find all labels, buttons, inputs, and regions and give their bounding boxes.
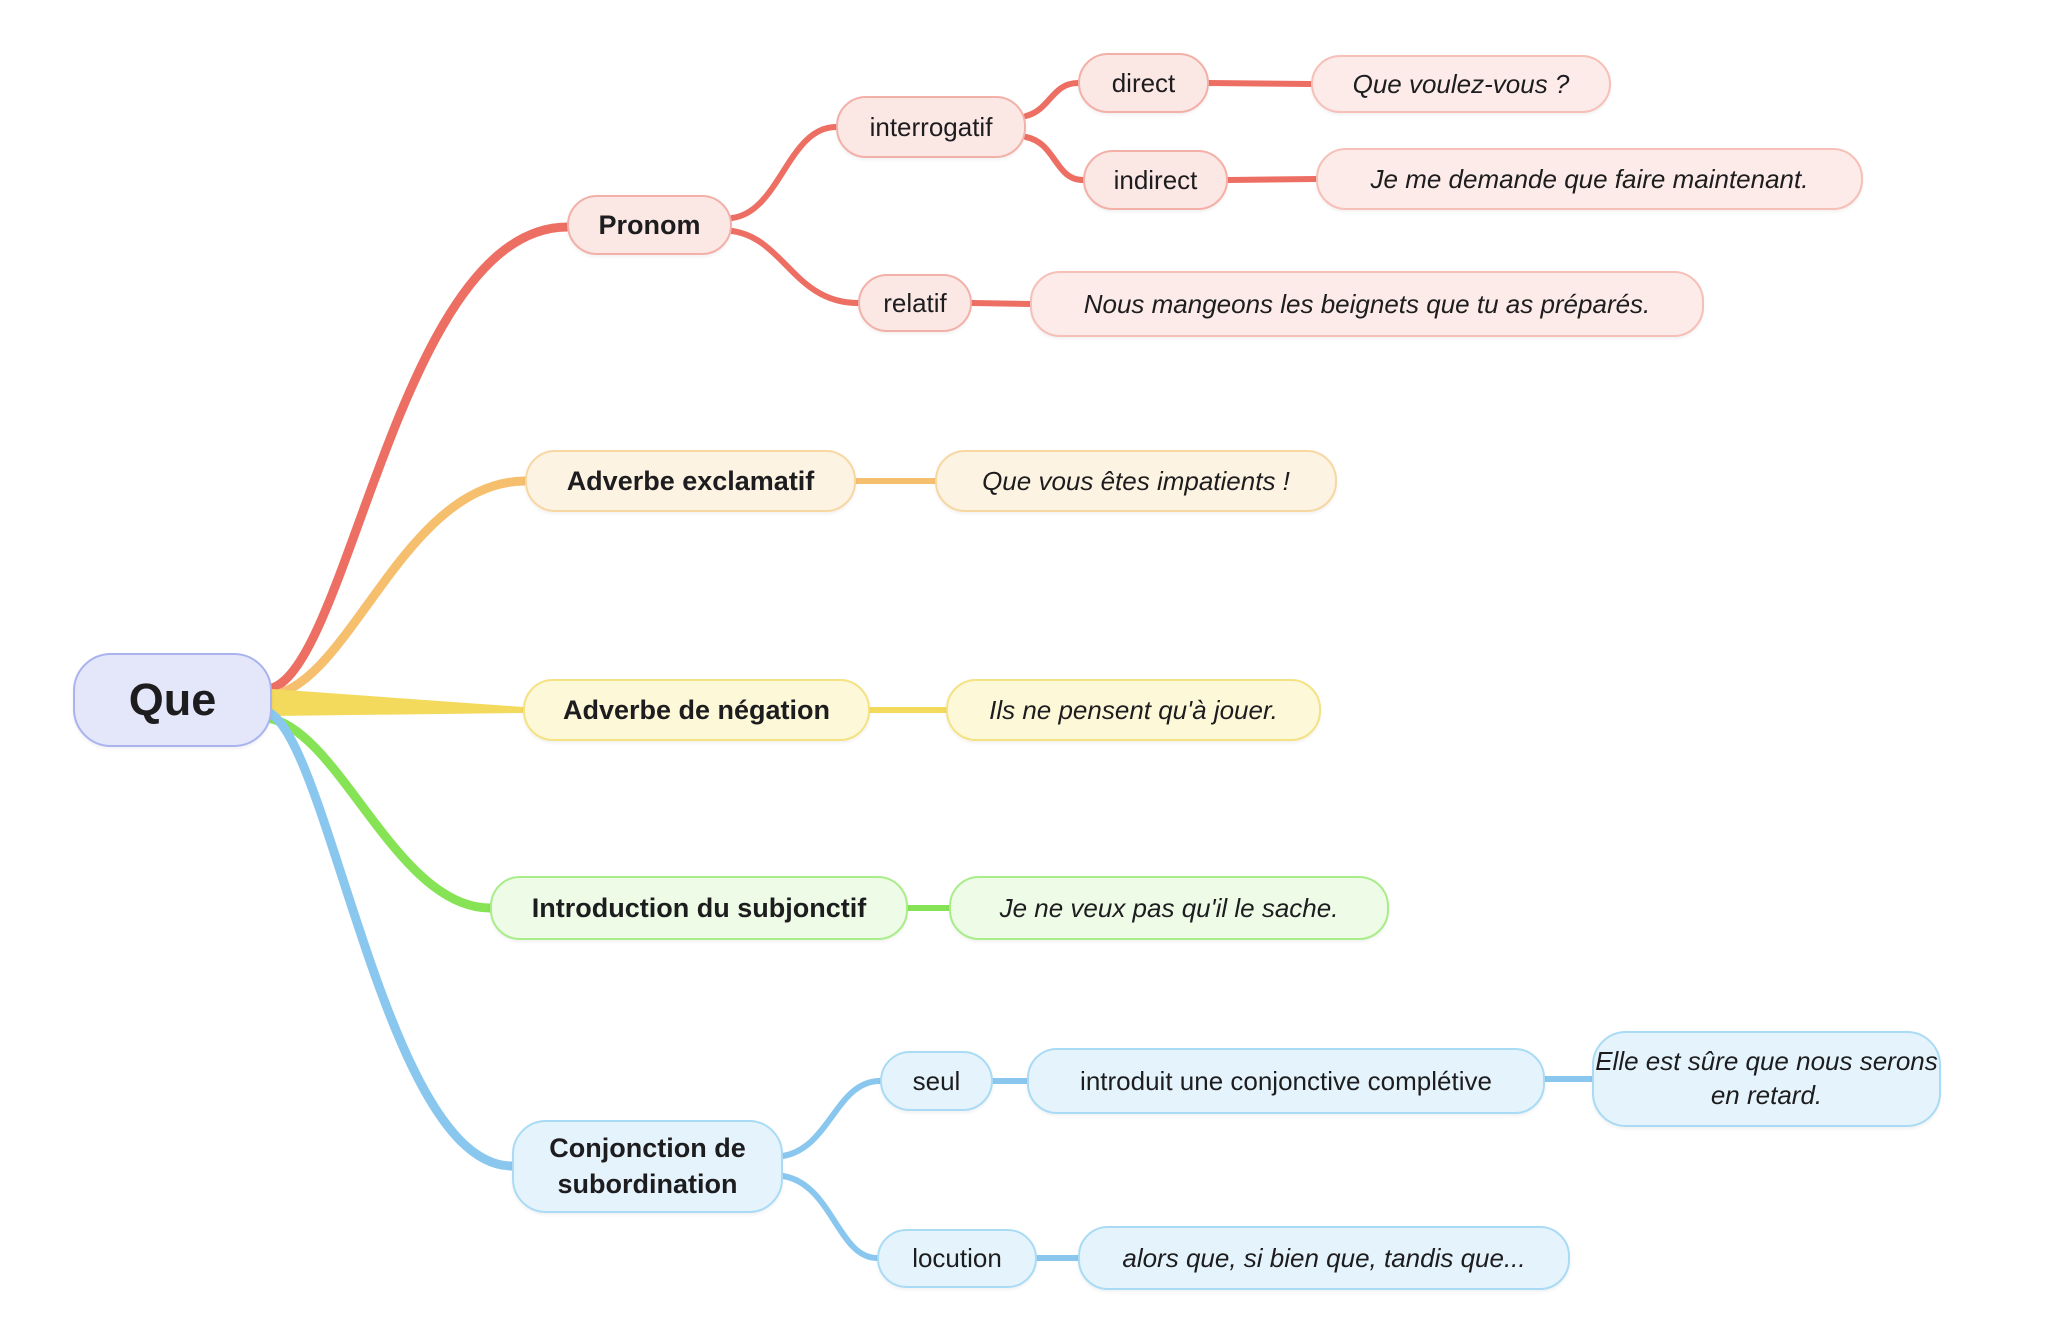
example-locution[interactable]: alors que, si bien que, tandis que... (1078, 1226, 1570, 1290)
example-adverbe-negation[interactable]: Ils ne pensent qu'à jouer. (946, 679, 1321, 741)
node-seul-detail[interactable]: introduit une conjonctive complétive (1027, 1048, 1545, 1114)
example-adverbe-exclamatif[interactable]: Que vous êtes impatients ! (935, 450, 1337, 512)
node-pronom[interactable]: Pronom (567, 195, 732, 255)
node-conjonction-subordination[interactable]: Conjonction de subordination (512, 1120, 783, 1213)
edge-que-pronom (263, 222, 572, 694)
edge-interrogatif-direct (1023, 80, 1081, 119)
edge-conjonction-seul (780, 1078, 883, 1159)
node-adverbe-negation[interactable]: Adverbe de négation (523, 679, 870, 741)
edge-interrogatif-indirect (1023, 134, 1086, 183)
edge-pronom-interrogatif (729, 124, 839, 221)
example-seul[interactable]: Elle est sûre que nous serons en retard. (1592, 1031, 1941, 1127)
node-seul[interactable]: seul (880, 1051, 993, 1111)
node-direct[interactable]: direct (1078, 53, 1209, 113)
root-node-que[interactable]: Que (73, 653, 272, 747)
node-interrogatif[interactable]: interrogatif (836, 96, 1026, 158)
node-introduction-subjonctif[interactable]: Introduction du subjonctif (490, 876, 908, 940)
edge-que-conjonction (263, 707, 517, 1171)
edge-relatif-example (969, 300, 1033, 307)
node-indirect[interactable]: indirect (1083, 150, 1228, 210)
edge-que-adverbe-exclamatif (263, 476, 530, 701)
edge-indirect-example (1225, 176, 1319, 183)
edge-que-introduction-subjonctif (263, 713, 495, 913)
node-adverbe-exclamatif[interactable]: Adverbe exclamatif (525, 450, 856, 512)
edge-conjonction-locution (780, 1173, 880, 1261)
node-relatif[interactable]: relatif (858, 274, 972, 332)
example-introduction-subjonctif[interactable]: Je ne veux pas qu'il le sache. (949, 876, 1389, 940)
edge-direct-example (1206, 80, 1314, 87)
node-locution[interactable]: locution (877, 1229, 1037, 1288)
example-direct[interactable]: Que voulez-vous ? (1311, 55, 1611, 113)
example-relatif[interactable]: Nous mangeons les beignets que tu as pré… (1030, 271, 1704, 337)
edge-que-adverbe-negation (272, 689, 523, 716)
example-indirect[interactable]: Je me demande que faire maintenant. (1316, 148, 1863, 210)
edge-pronom-relatif (729, 228, 861, 306)
